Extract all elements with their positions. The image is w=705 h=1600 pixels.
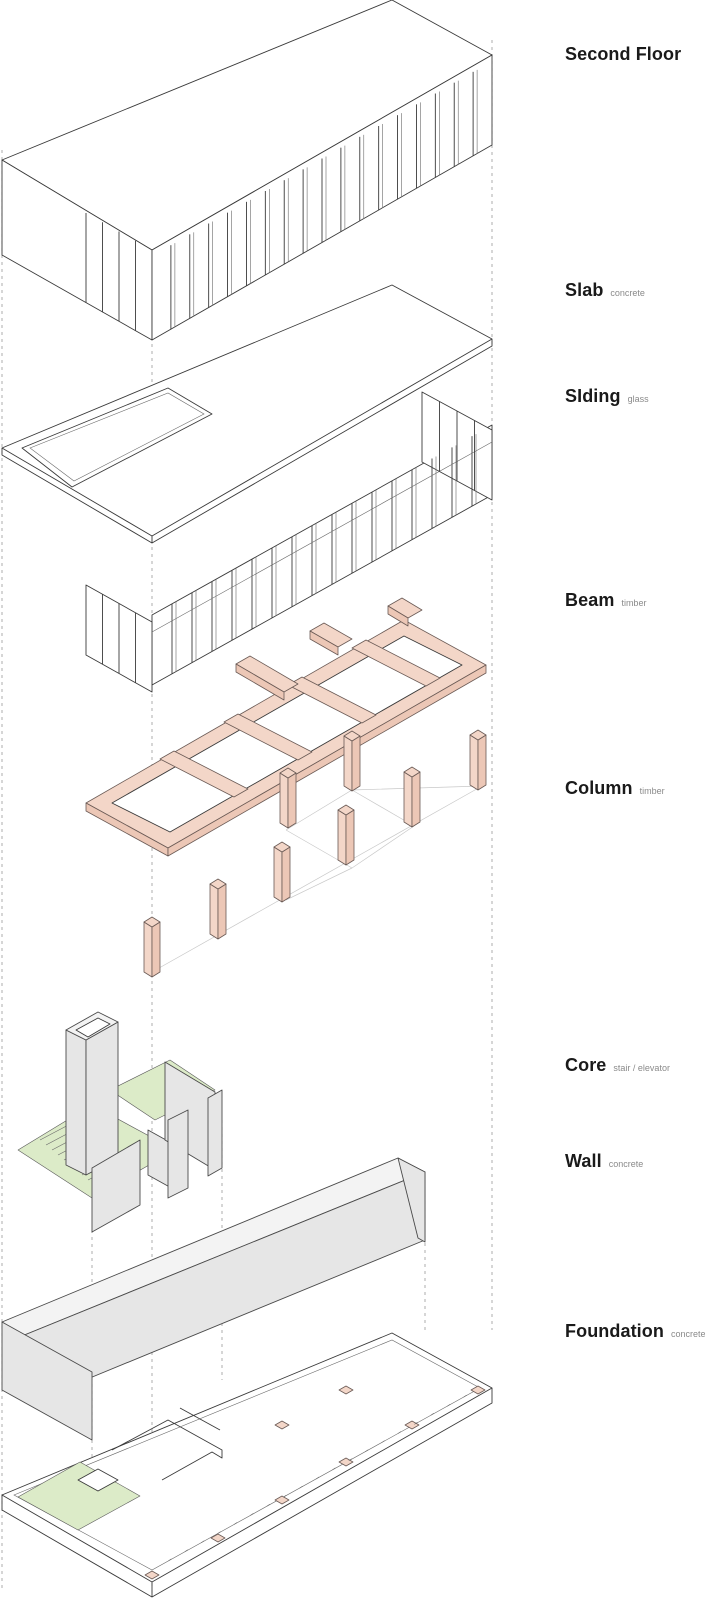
concrete-wall: [1, 1157, 426, 1441]
column-footing: [338, 1385, 354, 1395]
foundation-edge-mark: [365, 1449, 369, 1452]
layer-label-slab: Slab concrete: [565, 280, 645, 301]
layer-label-second-floor: Second Floor: [565, 44, 688, 65]
column-footing: [210, 1533, 226, 1543]
foundation-edge-mark: [299, 1485, 303, 1489]
layer-material: concrete: [610, 288, 645, 298]
layer-label-wall: Wall concrete: [565, 1151, 643, 1172]
glass-transom: [151, 441, 493, 633]
foundation-edge-mark: [315, 1476, 320, 1480]
timber-column-top: [337, 804, 355, 816]
layer-label-column: Column timber: [565, 778, 665, 799]
foundation-edge-mark: [430, 1413, 434, 1416]
layer-name: Core: [565, 1055, 607, 1075]
layer-name: SIding: [565, 386, 621, 406]
foundation-edge-mark: [348, 1458, 352, 1462]
layer-label-beam: Beam timber: [565, 590, 646, 611]
stair-elevator-core: [17, 1011, 223, 1233]
column-footing: [274, 1495, 290, 1505]
foundation-edge-mark: [250, 1513, 254, 1516]
layer-label-foundation: Foundation concrete: [565, 1321, 705, 1342]
foundation-edge-mark: [397, 1431, 402, 1434]
timber-column-top: [209, 878, 227, 890]
layer-material: concrete: [670, 1329, 705, 1339]
foundation-edge-mark: [463, 1394, 467, 1398]
foundation-edge-mark: [332, 1467, 336, 1471]
layer-name: Column: [565, 778, 633, 798]
layer-label-core: Core stair / elevator: [565, 1055, 670, 1076]
foundation-slab: [1, 1332, 493, 1598]
foundation-edge-mark: [283, 1494, 287, 1498]
timber-column-top: [343, 730, 361, 742]
layer-name: Second Floor: [565, 44, 682, 64]
foundation-edge-mark: [201, 1540, 205, 1543]
foundation-edge-mark: [168, 1558, 172, 1562]
layer-label-siding: SIding glass: [565, 386, 649, 407]
foundation-edge-mark: [414, 1422, 418, 1425]
layer-material: timber: [639, 786, 665, 796]
second-floor-volume: [1, 0, 493, 341]
layer-name: Slab: [565, 280, 604, 300]
timber-columns: [143, 729, 487, 978]
layer-material: stair / elevator: [613, 1063, 670, 1073]
foundation-edge-mark: [266, 1504, 270, 1507]
foundation-edge-mark: [233, 1522, 238, 1525]
foundation-edge-mark: [217, 1531, 221, 1534]
timber-column-top: [469, 729, 487, 741]
timber-column-top: [279, 767, 297, 779]
layer-material: glass: [627, 394, 649, 404]
glass-siding: [85, 391, 493, 693]
foundation-edge-mark: [447, 1403, 451, 1407]
layer-material: timber: [621, 598, 647, 608]
layer-material: concrete: [608, 1159, 644, 1169]
layer-name: Beam: [565, 590, 615, 610]
layer-name: Foundation: [565, 1321, 664, 1341]
column-footing: [274, 1420, 290, 1430]
timber-column-top: [403, 766, 421, 778]
column-footing: [144, 1570, 160, 1580]
timber-column-top: [143, 916, 161, 928]
foundation-edge-mark: [184, 1549, 188, 1553]
foundation-edge-mark: [381, 1440, 385, 1443]
slab-plate: [1, 284, 493, 544]
layer-name: Wall: [565, 1151, 602, 1171]
column-footing: [404, 1420, 420, 1430]
timber-column-top: [273, 841, 291, 853]
timber-beam-grid: [85, 597, 487, 857]
column-footing: [470, 1385, 486, 1395]
